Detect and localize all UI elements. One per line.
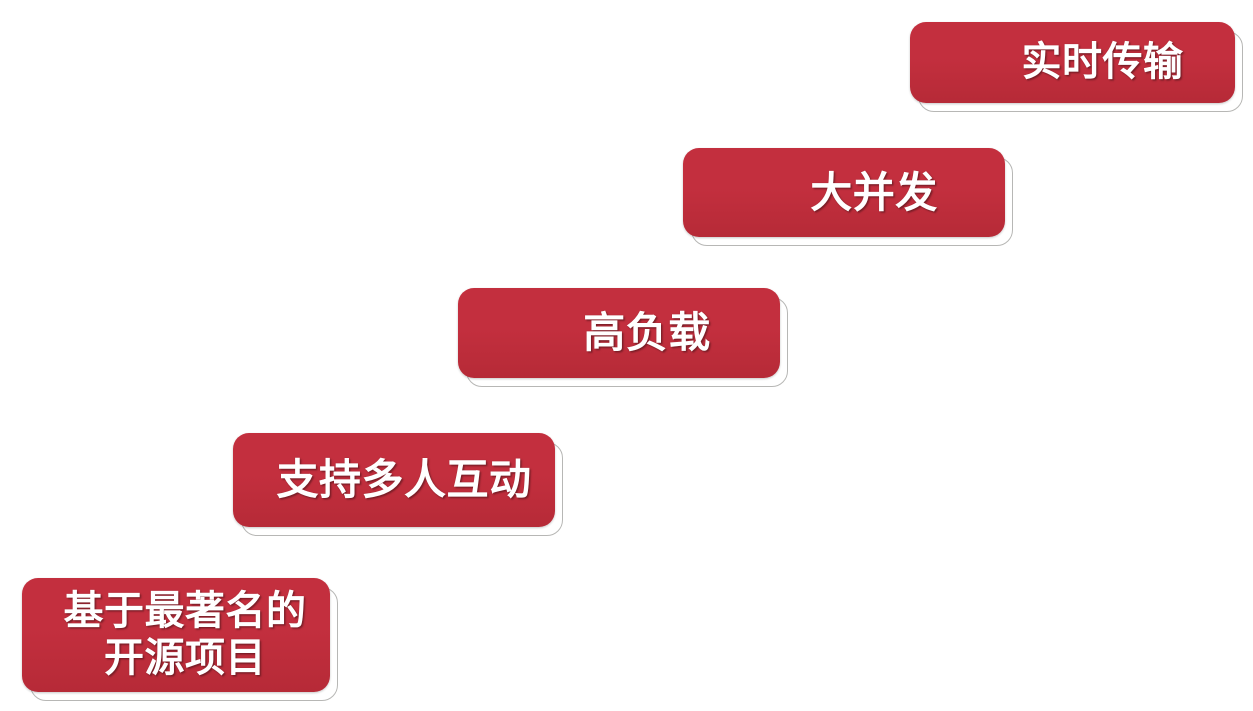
step-face[interactable]: 基于最著名的 开源项目 xyxy=(22,578,330,692)
step-multi-user-interaction[interactable]: 支持多人互动 xyxy=(233,433,563,536)
step-real-time-transmission[interactable]: 实时传输 xyxy=(910,22,1243,112)
step-high-load[interactable]: 高负载 xyxy=(458,288,788,387)
step-label: 基于最著名的 开源项目 xyxy=(63,587,307,681)
step-based-on-famous-open-source-project[interactable]: 基于最著名的 开源项目 xyxy=(22,578,338,701)
step-label: 支持多人互动 xyxy=(276,455,532,505)
step-high-concurrency[interactable]: 大并发 xyxy=(683,148,1013,246)
step-label: 高负载 xyxy=(583,308,711,358)
step-face[interactable]: 高负载 xyxy=(458,288,780,378)
step-face[interactable]: 实时传输 xyxy=(910,22,1235,103)
step-face[interactable]: 支持多人互动 xyxy=(233,433,555,527)
step-label: 大并发 xyxy=(810,167,938,217)
step-face[interactable]: 大并发 xyxy=(683,148,1005,237)
step-label: 实时传输 xyxy=(1021,38,1184,85)
